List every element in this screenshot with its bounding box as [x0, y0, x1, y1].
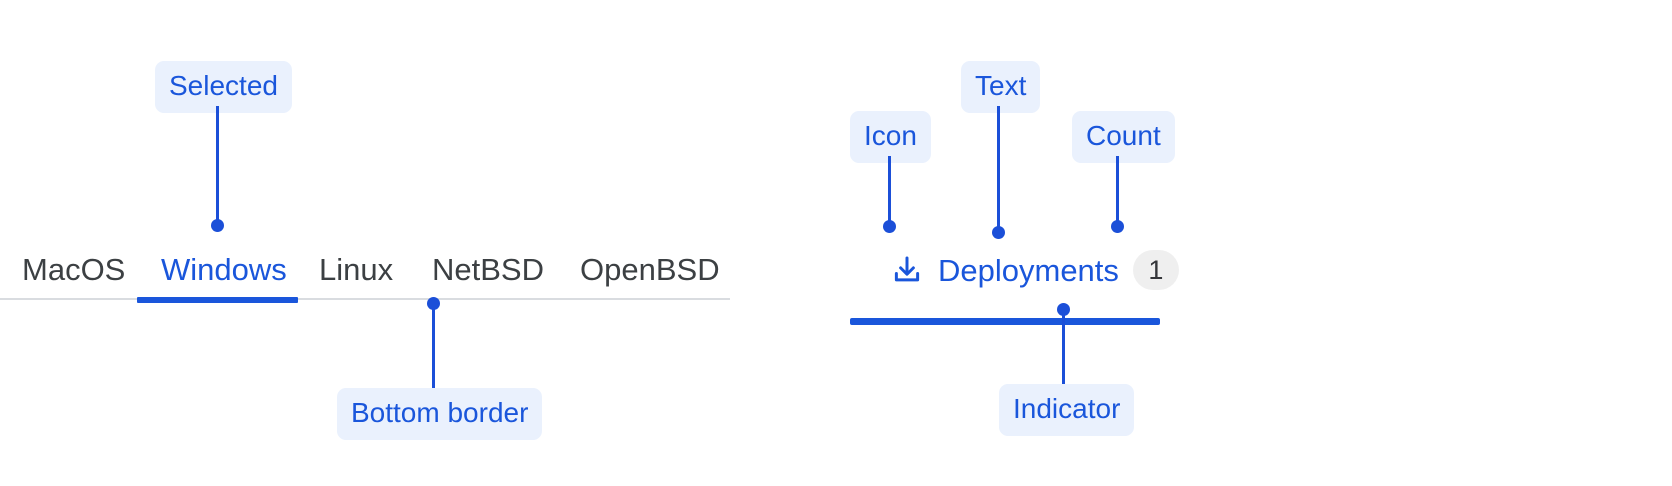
tab-deployments-label: Deployments: [938, 252, 1119, 288]
tab-netbsd[interactable]: NetBSD: [432, 252, 544, 287]
callout-indicator: Indicator: [999, 384, 1135, 436]
leader-dot-selected: [211, 219, 224, 232]
tabs-bottom-border: [0, 298, 730, 300]
leader-line-count: [1116, 156, 1119, 224]
callout-icon: Icon: [850, 111, 931, 163]
callout-selected: Selected: [155, 61, 292, 113]
tab-windows[interactable]: Windows: [161, 252, 287, 287]
tabs-basic-example: MacOS Windows Linux NetBSD OpenBSD: [0, 244, 730, 306]
leader-line-icon: [888, 156, 891, 224]
leader-dot-icon: [883, 220, 896, 233]
callout-text: Text: [961, 61, 1041, 113]
tabs-icon-count-example: Deployments 1: [850, 244, 1210, 329]
download-icon: [890, 253, 924, 287]
tab-deployments-indicator: [850, 318, 1160, 325]
leader-line-bottom-border: [432, 303, 435, 389]
leader-line-selected: [216, 106, 219, 223]
leader-line-indicator: [1062, 309, 1065, 385]
tab-linux[interactable]: Linux: [319, 252, 394, 287]
leader-line-text: [997, 106, 1000, 228]
leader-dot-count: [1111, 220, 1124, 233]
tab-deployments[interactable]: Deployments 1: [890, 250, 1179, 290]
tablist: MacOS Windows Linux NetBSD OpenBSD: [0, 244, 730, 300]
tab-macos[interactable]: MacOS: [22, 252, 126, 287]
callout-count: Count: [1072, 111, 1175, 163]
tab-openbsd[interactable]: OpenBSD: [580, 252, 720, 287]
tabs-selected-indicator: [137, 297, 298, 303]
tab-deployments-count-badge: 1: [1132, 250, 1179, 290]
callout-bottom-border: Bottom border: [337, 388, 543, 440]
leader-dot-text: [992, 226, 1005, 239]
